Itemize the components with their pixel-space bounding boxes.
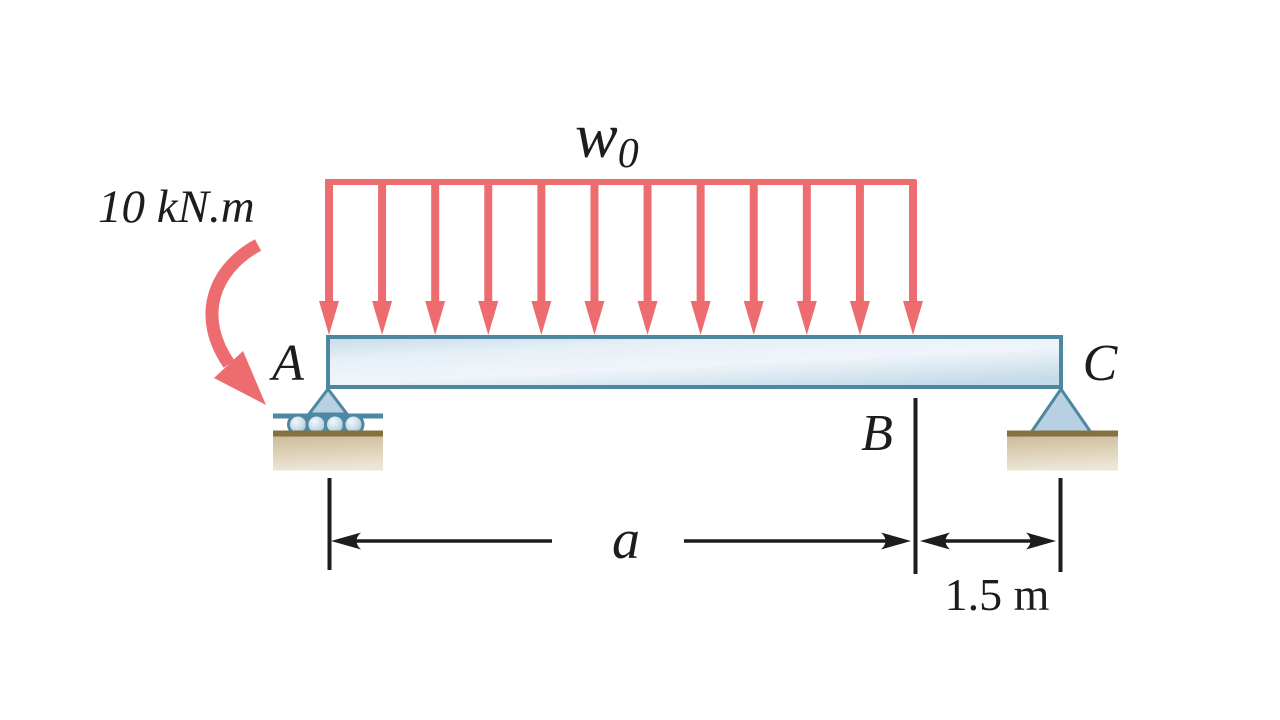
load-arrowhead-icon	[849, 301, 870, 335]
ground-surface-line	[1007, 430, 1118, 437]
load-arrowhead-icon	[319, 301, 339, 335]
ground-block	[273, 436, 383, 471]
load-arrowhead-icon	[743, 301, 764, 335]
point-label-a: A	[269, 335, 304, 392]
distributed-load-arrows	[319, 180, 923, 335]
dim-arrowhead-right-icon	[881, 532, 911, 550]
load-arrowhead-icon	[478, 301, 499, 335]
ground-left	[273, 430, 383, 471]
load-arrowhead-icon	[637, 301, 658, 335]
dimension-bc: 1.5 m	[920, 478, 1063, 620]
point-label-b: B	[861, 405, 893, 462]
ground-right	[1007, 430, 1118, 471]
dim-arrowhead-left-icon	[920, 532, 950, 550]
ground-block	[1007, 436, 1118, 471]
load-arrowhead-icon	[584, 301, 605, 335]
load-magnitude-label: w0	[575, 100, 639, 177]
load-arrowhead-icon	[531, 301, 552, 335]
load-arrowhead-icon	[796, 301, 817, 335]
dim-arrowhead-left-icon	[331, 532, 361, 550]
moment-magnitude-label: 10 kN.m	[98, 181, 255, 233]
dimension-a: a	[327, 478, 911, 571]
moment-arc-arrow	[205, 239, 262, 368]
load-arrowhead-icon	[903, 301, 923, 335]
dimension-label-bc: 1.5 m	[945, 569, 1050, 620]
roller-support-a	[273, 386, 383, 436]
ground-surface-line	[273, 430, 383, 437]
distributed-load: w0	[319, 100, 923, 335]
point-label-c: C	[1083, 335, 1119, 392]
load-arrowhead-icon	[425, 301, 446, 335]
dim-arrowhead-right-icon	[1026, 532, 1056, 550]
load-arrowhead-icon	[690, 301, 711, 335]
moment-arrowhead-icon	[214, 351, 266, 405]
dimension-label-a: a	[612, 509, 640, 571]
applied-moment: 10 kN.m	[98, 181, 266, 405]
beam	[326, 335, 1063, 389]
load-arrowhead-icon	[372, 301, 393, 335]
